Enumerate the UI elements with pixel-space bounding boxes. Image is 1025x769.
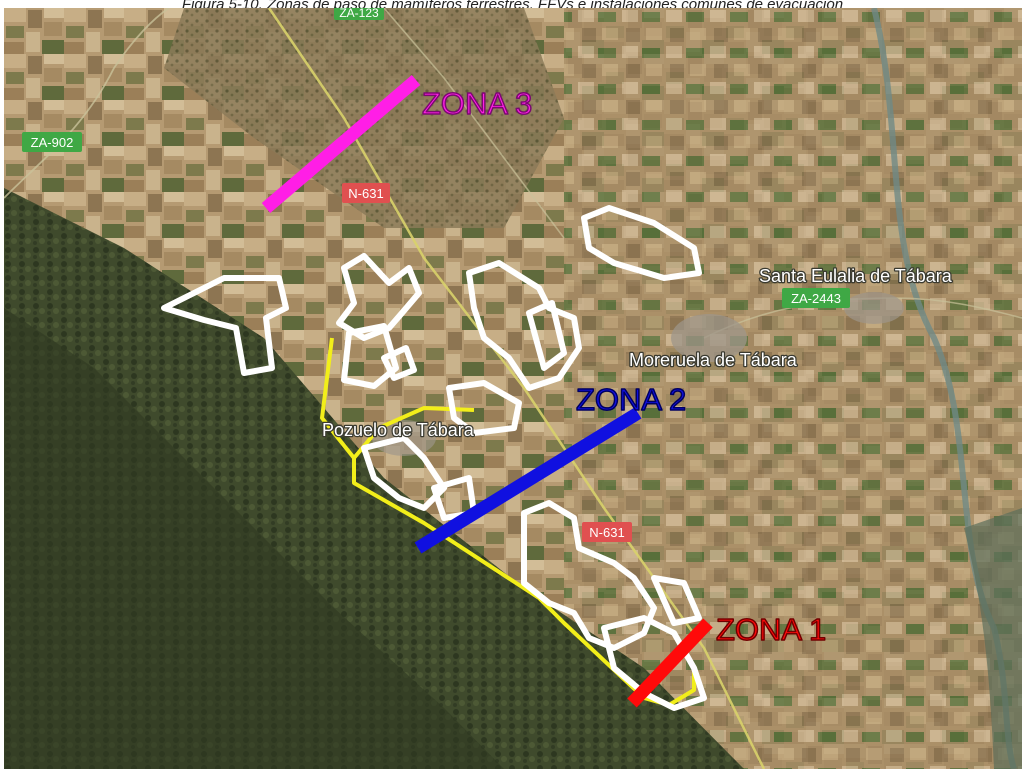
pv-plant-central-sub [381, 345, 417, 381]
pv-plant-mid-east [526, 300, 567, 371]
zona-3-line [261, 75, 421, 213]
pv-plant-mid [466, 260, 582, 391]
pv-plant-outlines [161, 205, 707, 711]
zona-2-label: ZONA 2 [576, 382, 686, 417]
shield-za902-label: ZA-902 [31, 135, 74, 150]
pv-plant-south-east [601, 615, 707, 711]
shield-za902: ZA-902 [22, 132, 82, 152]
shield-za123-label: ZA-123 [339, 8, 379, 20]
zona-1-line [627, 618, 713, 708]
zona-3-label: ZONA 3 [422, 86, 532, 121]
pv-plant-west [161, 275, 289, 376]
place-pozuelo: Pozuelo de Tábara [322, 420, 475, 440]
figure-caption: Figura 5-10. Zonas de paso de mamíferos … [181, 0, 844, 10]
satellite-map[interactable]: ZONA 3 ZONA 2 ZONA 1 Santa Eulalia de Tá… [4, 8, 1022, 769]
zona-2-line [414, 407, 642, 554]
road-n631 [267, 8, 766, 769]
river-bed [964, 508, 1022, 769]
shield-n631-south-label: N-631 [589, 525, 624, 540]
shield-za123: ZA-123 [334, 8, 384, 20]
zona-1-label: ZONA 1 [716, 612, 826, 647]
road-za902 [4, 8, 170, 199]
pv-plant-pozuelo [446, 380, 522, 436]
place-moreruela: Moreruela de Tábara [629, 350, 798, 370]
shield-n631-north-label: N-631 [348, 186, 383, 201]
shield-n631-south: N-631 [582, 522, 632, 542]
pv-plant-south-east-2 [651, 575, 702, 626]
pv-plant-northeast [581, 205, 702, 281]
pv-plant-central [341, 323, 399, 389]
village-moreruela [671, 314, 747, 362]
village-santa-eulalia [844, 292, 904, 324]
shield-za2443: ZA-2443 [782, 288, 850, 308]
road-za123 [383, 8, 565, 239]
shield-za2443-label: ZA-2443 [791, 291, 841, 306]
pv-plant-central-north [336, 253, 422, 341]
pv-plant-south-west [361, 435, 447, 511]
shield-n631-north: N-631 [342, 183, 390, 203]
terrain-fields-east [564, 8, 1022, 769]
evacuation-line-branch [352, 405, 475, 460]
forest-ridge-edge [4, 308, 504, 769]
place-santa-eulalia: Santa Eulalia de Tábara [759, 266, 953, 286]
